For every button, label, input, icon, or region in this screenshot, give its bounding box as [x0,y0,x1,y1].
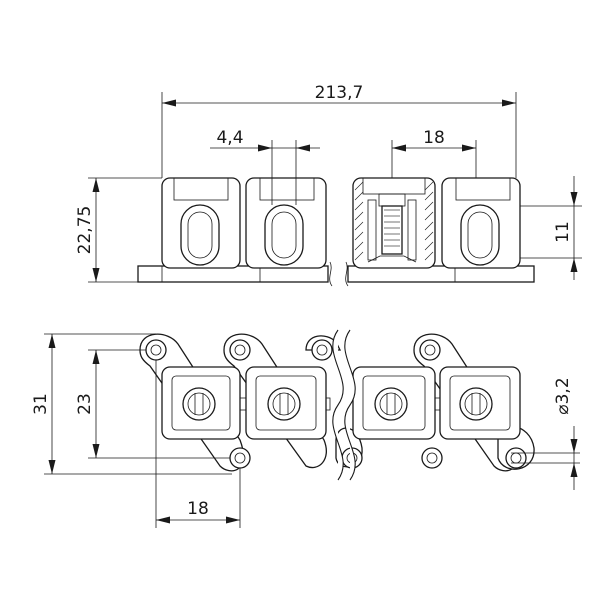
module-3-section [352,177,436,269]
side-view [137,177,535,287]
dimension-pitch-top: 18 [391,128,477,178]
dimension-hole-diameter: ⌀3,2 [511,377,580,490]
module-3-plan [352,366,436,440]
dimension-slot-width: 4,4 [210,128,320,205]
dimension-pitch-top-label: 18 [423,128,445,148]
dimension-pitch-bottom-label: 18 [187,499,209,519]
dimension-slot-height: 11 [520,176,582,280]
dimension-hole-diameter-label: ⌀3,2 [553,377,573,414]
dimension-slot-width-label: 4,4 [216,128,243,148]
dimension-hole-spacing: 23 [75,349,230,459]
module-4-side [441,177,521,269]
dimension-slot-height-label: 11 [553,221,573,243]
dimension-overall-length-label: 213,7 [315,83,364,103]
base-strip-right [347,265,535,283]
dimension-pitch-bottom: 18 [155,360,241,528]
module-1-side [161,177,241,269]
dimension-hole-spacing-label: 23 [75,393,95,415]
module-2-side [245,177,327,269]
dimension-height-label: 22,75 [75,206,95,255]
dimension-outer-width: 31 [31,333,232,475]
plan-view [139,329,535,481]
module-1-plan [161,366,241,440]
dimension-height: 22,75 [75,177,162,283]
module-2-plan [245,366,327,440]
dimension-outer-width-label: 31 [31,393,51,415]
dimension-overall-length: 213,7 [161,83,517,178]
module-4-plan [439,366,521,440]
